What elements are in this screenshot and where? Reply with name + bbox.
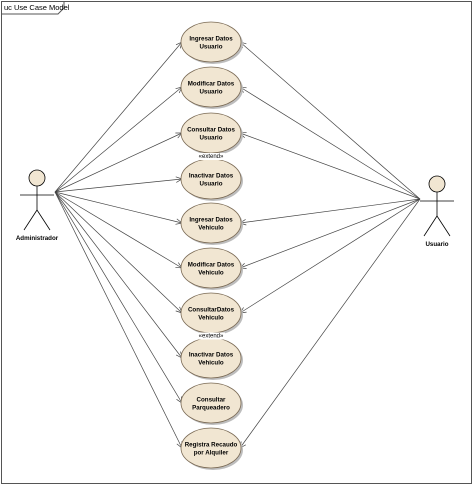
use-case-label: Usuario [199,89,222,96]
actor-admin[interactable]: Administrador [16,169,59,242]
extend-label: «extend» [199,154,224,160]
association-admin-uc4 [54,178,183,193]
use-case-label: Vehiculo [198,315,224,322]
association-user-uc5 [239,198,421,224]
use-case-label: Vehiculo [198,270,224,277]
association-user-uc1 [239,41,421,200]
actor-name: Administrador [16,235,59,242]
actor-left-leg [423,215,438,237]
use-case-label: Usuario [199,135,222,142]
use-case-label: Ingresar Datos [189,36,233,43]
association-admin-uc8 [54,191,183,359]
actor-right-leg [36,209,51,231]
use-case-label: Ingresar Datos [189,217,233,224]
extend-relations: «extend» «extend» [197,153,225,340]
association-admin-uc9 [54,191,183,404]
use-case-label: Consultar [197,397,226,404]
association-admin-uc3 [54,132,183,193]
actor-left-leg [23,209,38,231]
association-admin-uc2 [54,86,183,193]
use-case-label: Parqueadero [192,405,230,412]
use-case-label: Registra Recaudo [185,442,238,449]
use-case-ellipse [180,202,242,244]
extend-label-bg [197,332,225,340]
use-case-ellipse [180,21,242,63]
actor-name: Usuario [425,241,448,248]
association-admin-uc7 [54,191,183,314]
actor-user[interactable]: Usuario [420,175,454,248]
use-case-ellipse [180,247,242,289]
use-case-label: por Alquiler [194,450,229,457]
use-case-label: Vehiculo [198,225,224,232]
extend-label-bg [197,153,225,160]
use-case-label: Vehiculo [198,360,224,367]
association-admin-uc10 [54,191,183,449]
association-admin-uc1 [54,41,183,193]
association-admin-uc5 [54,191,183,224]
frame-label: uc Use Case Model [4,3,70,12]
use-case-label: Modificar Datos [188,262,235,269]
association-user-uc3 [239,132,421,200]
association-user-uc7 [239,198,421,314]
use-case-label: Usuario [199,181,222,188]
use-case-label: Consultar Datos [187,127,235,134]
association-user-uc6 [239,198,421,269]
use-case-ellipse [180,382,242,424]
actor-head [428,175,446,193]
use-case-label: Usuario [199,44,222,51]
association-admin-uc6 [54,191,183,269]
association-user-uc2 [239,86,421,200]
extend-label: «extend» [199,334,224,340]
use-case-ellipse [180,66,242,108]
use-case-label: ConsultarDatos [188,307,235,314]
use-case-label: Inactivar Datos [189,352,234,359]
use-case-ellipse [180,427,242,469]
actor-right-leg [436,215,451,237]
use-case-label: Modificar Datos [188,81,235,88]
frame-tab [1,1,65,15]
association-user-uc10 [239,198,421,449]
actor-head [28,169,46,187]
use-case-label: Inactivar Datos [189,173,234,180]
